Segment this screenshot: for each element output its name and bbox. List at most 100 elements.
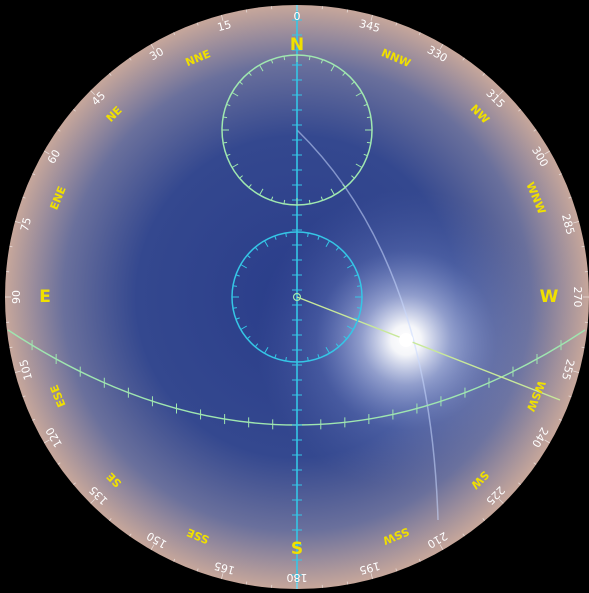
rim-tick	[150, 43, 155, 50]
rim-tick	[462, 57, 465, 61]
circle-tick	[240, 264, 248, 269]
rim-tick	[150, 544, 155, 551]
rim-tick	[558, 173, 562, 176]
rim-tick	[581, 245, 585, 248]
rim-tick	[32, 418, 36, 421]
rim-tick	[196, 568, 199, 572]
rim-tick	[518, 108, 521, 112]
rim-tick	[221, 573, 224, 580]
circle-tick	[325, 240, 330, 248]
rim-tick	[346, 581, 349, 585]
rim-tick	[32, 173, 36, 176]
circle-tick	[232, 307, 238, 309]
circle-tick	[246, 335, 251, 340]
degree-label: 285	[559, 213, 577, 237]
degree-label: 75	[18, 216, 34, 233]
rim-tick	[196, 22, 199, 26]
rim-tick	[558, 418, 562, 421]
rim-tick	[573, 221, 580, 224]
circle-tick	[270, 196, 274, 201]
rim-tick	[462, 533, 465, 537]
meridian-ticks	[292, 19, 302, 576]
circle-tick	[335, 246, 340, 251]
rim-tick	[9, 245, 13, 248]
rim-tick	[129, 533, 132, 537]
rim-tick	[57, 462, 61, 465]
rim-tick	[9, 346, 13, 349]
circle-tick	[363, 103, 368, 107]
rim-tick	[90, 498, 96, 504]
sun-azimuth-line	[296, 296, 561, 401]
degree-label: 195	[358, 559, 382, 577]
circle-tick	[248, 72, 252, 76]
circle-tick	[226, 103, 231, 107]
circle-tick	[355, 163, 363, 168]
rim-tick	[544, 439, 551, 444]
rim-tick	[439, 43, 444, 50]
sun-path-arc	[296, 129, 439, 521]
circle-tick	[285, 232, 287, 238]
rim-tick	[73, 482, 76, 486]
circle-tick	[274, 235, 277, 240]
rim-tick	[581, 346, 585, 349]
rim-tick	[129, 57, 132, 61]
circle-tick	[231, 92, 239, 97]
zenith-circle	[231, 231, 363, 363]
rim-tick	[498, 90, 504, 96]
cardinal-label: E	[39, 287, 51, 307]
rim-tick	[482, 518, 486, 521]
circle-tick	[363, 153, 368, 157]
rim-tick	[245, 9, 248, 13]
circle-tick	[239, 175, 243, 179]
rim-tick	[395, 568, 398, 572]
rim-tick	[518, 482, 521, 486]
degree-label: 270	[571, 287, 584, 308]
rim-tick	[43, 150, 50, 155]
circle-tick	[366, 116, 371, 119]
rim-tick	[22, 395, 26, 398]
rim-tick	[370, 14, 373, 21]
sun-icon[interactable]	[399, 333, 413, 347]
rim-tick	[221, 14, 224, 21]
rim-tick	[14, 221, 21, 224]
circle-tick	[346, 264, 354, 269]
circle-tick	[320, 196, 324, 201]
rim-tick	[22, 196, 26, 199]
circle-tick	[239, 81, 243, 85]
rim-tick	[418, 558, 421, 562]
rim-tick	[90, 90, 96, 96]
circle-tick	[235, 274, 240, 277]
cardinal-label: W	[540, 287, 559, 307]
circle-tick	[254, 343, 259, 348]
rim-tick	[173, 32, 176, 36]
rim-tick	[14, 370, 21, 373]
circle-tick	[231, 163, 239, 168]
rim-tick	[533, 462, 537, 465]
circle-tick	[307, 356, 309, 362]
circle-tick	[283, 199, 286, 204]
circle-tick	[248, 184, 252, 188]
circle-tick	[342, 184, 346, 188]
degree-label: 60	[45, 147, 63, 166]
degree-label: 180	[287, 571, 308, 584]
circle-tick	[308, 199, 311, 204]
zenith-marker	[292, 292, 302, 302]
circle-tick	[308, 56, 311, 61]
circle-tick	[285, 356, 287, 362]
rim-tick	[346, 9, 349, 13]
circle-tick	[223, 116, 228, 119]
circle-tick	[343, 335, 348, 340]
circle-tick	[351, 81, 355, 85]
circle-tick	[342, 72, 346, 76]
circle-tick	[307, 232, 309, 238]
circle-tick	[264, 346, 269, 354]
north-pole-circle	[221, 54, 373, 206]
degree-label: 0	[294, 10, 301, 23]
rim-tick	[573, 370, 580, 373]
rim-tick	[439, 544, 444, 551]
rim-tick	[370, 573, 373, 580]
circle-tick	[223, 141, 228, 144]
rim-tick	[57, 129, 61, 132]
degree-label: 345	[358, 17, 382, 35]
